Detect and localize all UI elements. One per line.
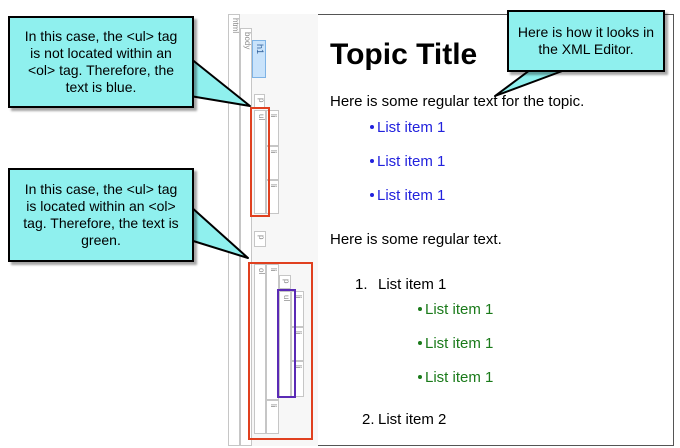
tag-li[interactable]: li — [266, 400, 279, 434]
highlight-ul-outside-ol — [250, 107, 270, 217]
tag-ul[interactable]: ul — [279, 291, 291, 397]
tag-ul[interactable]: ul — [254, 110, 266, 214]
list-item: List item 1 — [370, 153, 445, 170]
regular-text-2: Here is some regular text. — [330, 231, 502, 248]
topic-title: Topic Title — [330, 38, 478, 71]
structure-bar: html body h1 p ul li li li p ol li p ul … — [228, 14, 318, 446]
list-item: List item 1 — [418, 335, 493, 352]
callout-ul-in-ol: In this case, the <ul> tag is located wi… — [8, 168, 194, 262]
ordered-item-number: 2. — [362, 411, 375, 428]
ordered-item-text: List item 1 — [378, 276, 447, 293]
bullet-icon — [370, 125, 374, 130]
list-item: List item 1 — [418, 301, 493, 318]
regular-text-1: Here is some regular text for the topic. — [330, 93, 585, 110]
bullet-icon — [418, 307, 422, 312]
tag-p[interactable]: p — [279, 275, 291, 289]
ordered-item-number: 1. — [355, 276, 368, 293]
bullet-icon — [418, 375, 422, 380]
callout-xml-editor: Here is how it looks in the XML Editor. — [507, 10, 665, 72]
bullet-icon — [370, 193, 374, 198]
highlight-ul-inside-ol — [277, 289, 296, 398]
bullet-icon — [370, 159, 374, 164]
tag-html[interactable]: html — [228, 14, 240, 446]
tag-ol[interactable]: ol — [254, 264, 266, 434]
list-item: List item 1 — [370, 119, 445, 136]
tag-p[interactable]: p — [254, 231, 266, 247]
bullet-icon — [418, 341, 422, 346]
ordered-item-text: List item 2 — [378, 411, 447, 428]
list-item: List item 1 — [418, 369, 493, 386]
list-item: List item 1 — [370, 187, 445, 204]
tag-h1[interactable]: h1 — [252, 40, 266, 78]
callout-ul-not-in-ol: In this case, the <ul> tag is not locate… — [8, 16, 194, 108]
highlight-ol — [248, 262, 313, 440]
